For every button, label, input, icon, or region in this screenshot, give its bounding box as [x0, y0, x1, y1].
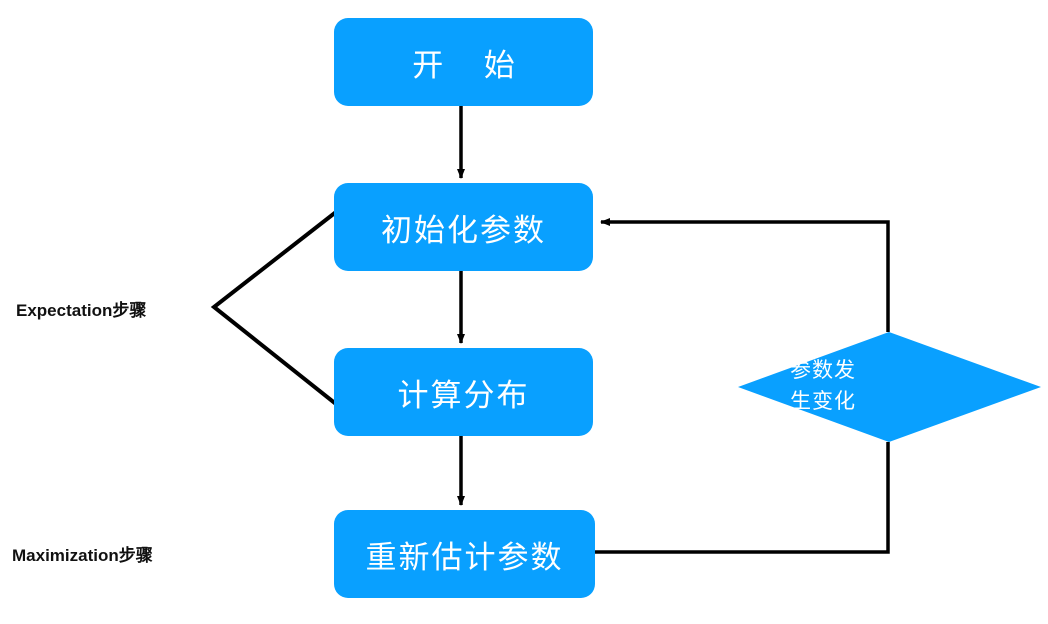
expectation-bracket: [210, 210, 338, 406]
node-start[interactable]: 开 始: [334, 18, 593, 106]
label-maximization-step: Maximization步骤: [12, 546, 153, 565]
node-compute-distribution-label: 计算分布: [397, 377, 530, 413]
node-reestimate-parameters-label: 重新估计参数: [365, 539, 564, 575]
node-decision-label: 参数发 生变化: [790, 355, 990, 417]
node-start-label: 开 始: [412, 47, 531, 83]
node-compute-distribution[interactable]: 计算分布: [334, 348, 593, 436]
node-decision-label-line2: 生变化: [790, 390, 856, 413]
decision-diamond: [738, 332, 1041, 442]
node-decision-label-line1: 参数发: [790, 359, 856, 382]
edge-decision-to-init: [600, 218, 890, 332]
node-initialize-parameters[interactable]: 初始化参数: [334, 183, 593, 271]
label-expectation-step: Expectation步骤: [16, 301, 147, 320]
edge-reest-to-decision: [594, 442, 890, 554]
node-reestimate-parameters[interactable]: 重新估计参数: [334, 510, 595, 598]
node-initialize-parameters-label: 初始化参数: [381, 212, 546, 248]
